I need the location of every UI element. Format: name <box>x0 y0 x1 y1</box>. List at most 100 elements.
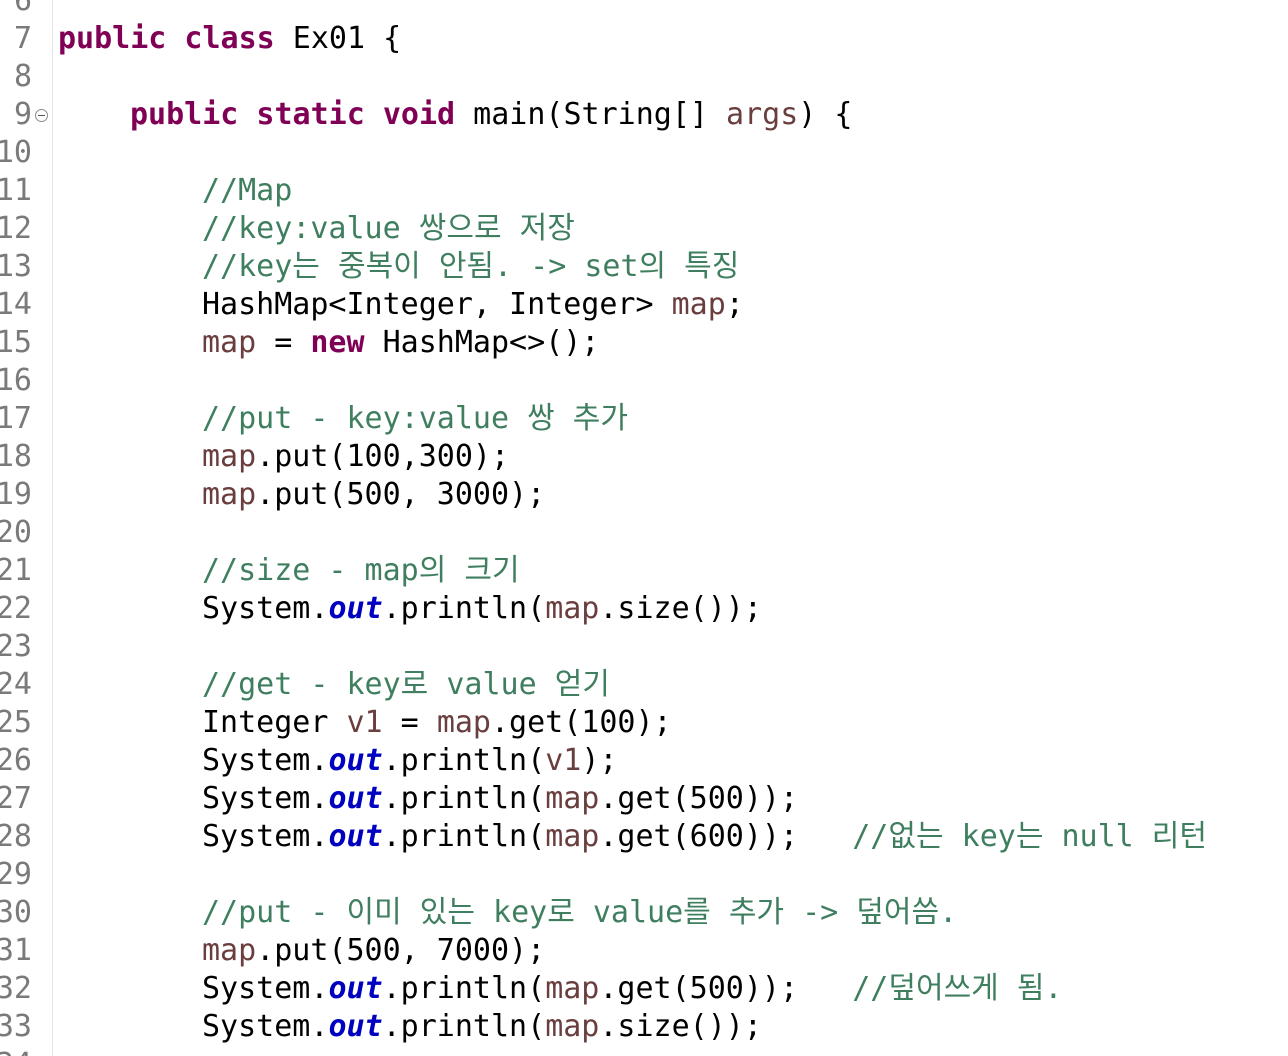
line-number: 19 <box>0 477 32 512</box>
code-line[interactable]: 23 <box>0 628 1288 666</box>
code-text: map.put(500, 7000); <box>202 932 545 970</box>
code-line[interactable]: 20 <box>0 514 1288 552</box>
code-text: public static void main(String[] args) { <box>130 96 852 134</box>
code-token: HashMap<Integer, Integer> <box>202 287 672 322</box>
code-line[interactable]: 16 <box>0 362 1288 400</box>
code-token: .println( <box>382 971 546 1006</box>
code-token: HashMap<>(); <box>364 325 600 360</box>
code-token: .println( <box>382 1009 546 1044</box>
code-token: v1 <box>346 705 383 740</box>
code-token: map <box>436 705 491 740</box>
code-line[interactable]: 15 map = new HashMap<>(); <box>0 324 1288 362</box>
code-token: out <box>328 781 383 816</box>
code-token: out <box>328 1009 383 1044</box>
code-line[interactable]: 14 HashMap<Integer, Integer> map; <box>0 286 1288 324</box>
code-line[interactable]: 24 //get - key로 value 얻기 <box>0 666 1288 704</box>
code-token: .println( <box>382 591 546 626</box>
line-number: 27 <box>0 781 32 816</box>
code-line[interactable]: 18 map.put(100,300); <box>0 438 1288 476</box>
code-line[interactable]: 11//Map <box>0 172 1288 210</box>
code-token: //key:value 쌍으로 저장 <box>202 211 575 246</box>
code-token: //size - map의 크기 <box>202 553 520 588</box>
code-text: map = new HashMap<>(); <box>202 324 599 362</box>
code-text: map.put(100,300); <box>202 438 509 476</box>
line-number: 9 <box>13 97 32 132</box>
code-token: map <box>545 1009 600 1044</box>
code-line[interactable]: 10 <box>0 134 1288 172</box>
code-text: //size - map의 크기 <box>202 552 520 590</box>
line-number: 15 <box>0 325 32 360</box>
code-token: out <box>328 971 383 1006</box>
code-token: .put(100,300); <box>256 439 510 474</box>
code-line[interactable]: 9 public static void main(String[] args) … <box>0 96 1288 134</box>
code-token: map <box>202 325 257 360</box>
code-line[interactable]: 12//key:value 쌍으로 저장 <box>0 210 1288 248</box>
line-number: 16 <box>0 363 32 398</box>
code-token: Ex01 { <box>274 21 402 56</box>
code-token: System. <box>202 1009 329 1044</box>
line-number: 25 <box>0 705 32 740</box>
code-line[interactable]: 6 <box>0 0 1288 20</box>
code-text: map.put(500, 3000); <box>202 476 545 514</box>
line-number: 30 <box>0 895 32 930</box>
code-text: System.out.println(map.size()); <box>202 1008 762 1046</box>
code-token: out <box>328 743 383 778</box>
code-token: .get(100); <box>491 705 672 740</box>
code-token: v1 <box>545 743 582 778</box>
code-line[interactable]: 31 map.put(500, 7000); <box>0 932 1288 970</box>
code-line[interactable]: 19 map.put(500, 3000); <box>0 476 1288 514</box>
code-token: = <box>382 705 437 740</box>
code-token: map <box>202 439 257 474</box>
code-token: System. <box>202 591 329 626</box>
code-token: .put(500, 3000); <box>256 477 546 512</box>
code-token: System. <box>202 819 329 854</box>
code-token: .put(500, 7000); <box>256 933 546 968</box>
code-line[interactable]: 21//size - map의 크기 <box>0 552 1288 590</box>
line-number: 29 <box>0 857 32 892</box>
collapse-icon[interactable] <box>35 109 48 122</box>
line-number: 18 <box>0 439 32 474</box>
line-number: 31 <box>0 933 32 968</box>
code-token: map <box>545 591 600 626</box>
line-number: 24 <box>0 667 32 702</box>
code-token: out <box>328 591 383 626</box>
code-token: public class <box>58 21 275 56</box>
code-token: ) { <box>798 97 853 132</box>
line-number: 17 <box>0 401 32 436</box>
code-line[interactable]: 8 <box>0 58 1288 96</box>
code-line[interactable]: 13//key는 중복이 안됨. -> set의 특징 <box>0 248 1288 286</box>
code-line[interactable]: 17 //put - key:value 쌍 추가 <box>0 400 1288 438</box>
code-text: //get - key로 value 얻기 <box>202 666 610 704</box>
code-token: //없는 key는 null 리턴 <box>852 819 1207 854</box>
line-number: 14 <box>0 287 32 322</box>
code-text: //key는 중복이 안됨. -> set의 특징 <box>202 248 739 286</box>
code-token: map <box>545 781 600 816</box>
code-line[interactable]: 33 System.out.println(map.size()); <box>0 1008 1288 1046</box>
line-number: 8 <box>13 59 32 94</box>
code-line[interactable]: 34 <box>0 1046 1288 1056</box>
code-line[interactable]: 30//put - 이미 있는 key로 value를 추가 -> 덮어씀. <box>0 894 1288 932</box>
code-token: ); <box>581 743 618 778</box>
code-line[interactable]: 29 <box>0 856 1288 894</box>
line-number: 7 <box>13 21 32 56</box>
line-number: 33 <box>0 1009 32 1044</box>
code-token: args <box>726 97 799 132</box>
code-line[interactable]: 7 public class Ex01 { <box>0 20 1288 58</box>
code-text: //put - key:value 쌍 추가 <box>202 400 628 438</box>
code-token: public static void <box>130 97 456 132</box>
line-number: 11 <box>0 173 32 208</box>
code-text: System.out.println(map.size()); <box>202 590 762 628</box>
code-token: out <box>328 819 383 854</box>
line-number: 34 <box>0 1046 32 1056</box>
code-text: System.out.println(map.get(500)); //덮어쓰게… <box>202 970 1063 1008</box>
code-token: .size()); <box>599 591 762 626</box>
code-text: HashMap<Integer, Integer> map; <box>202 286 744 324</box>
code-token: //get - key로 value 얻기 <box>202 667 610 702</box>
